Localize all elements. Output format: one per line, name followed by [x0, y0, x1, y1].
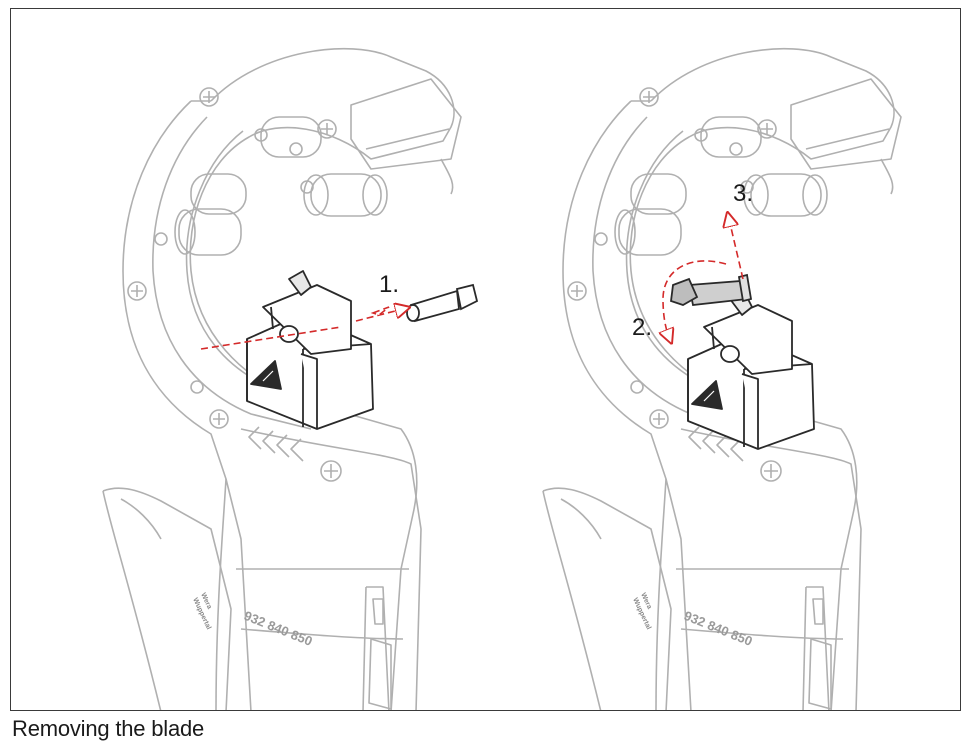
release-lever — [670, 273, 753, 306]
blade-holder-left — [246, 270, 374, 430]
part-number-left: 932 840 850 — [242, 608, 315, 649]
left-panel: 932 840 850 Wera Wuppertal 1. — [102, 47, 479, 710]
right-panel: 932 840 850 Wera Wuppertal 2. 3. — [542, 47, 902, 710]
blade-removal-diagram: 932 840 850 Wera Wuppertal 1. 932 840 85… — [102, 47, 902, 710]
step1-arrow — [200, 307, 403, 350]
blade-holder-right — [687, 290, 815, 450]
axle-pin — [406, 283, 479, 323]
step3-label: 3. — [733, 180, 753, 207]
step3-arrow — [729, 219, 744, 280]
step2-arrow — [663, 260, 727, 337]
figure-caption: Removing the blade — [12, 716, 205, 741]
part-number-right: 932 840 850 — [682, 608, 755, 649]
step1-label: 1. — [379, 271, 399, 298]
figure-frame: 932 840 850 Wera Wuppertal 1. 932 840 85… — [10, 8, 961, 711]
step2-label: 2. — [632, 314, 652, 341]
